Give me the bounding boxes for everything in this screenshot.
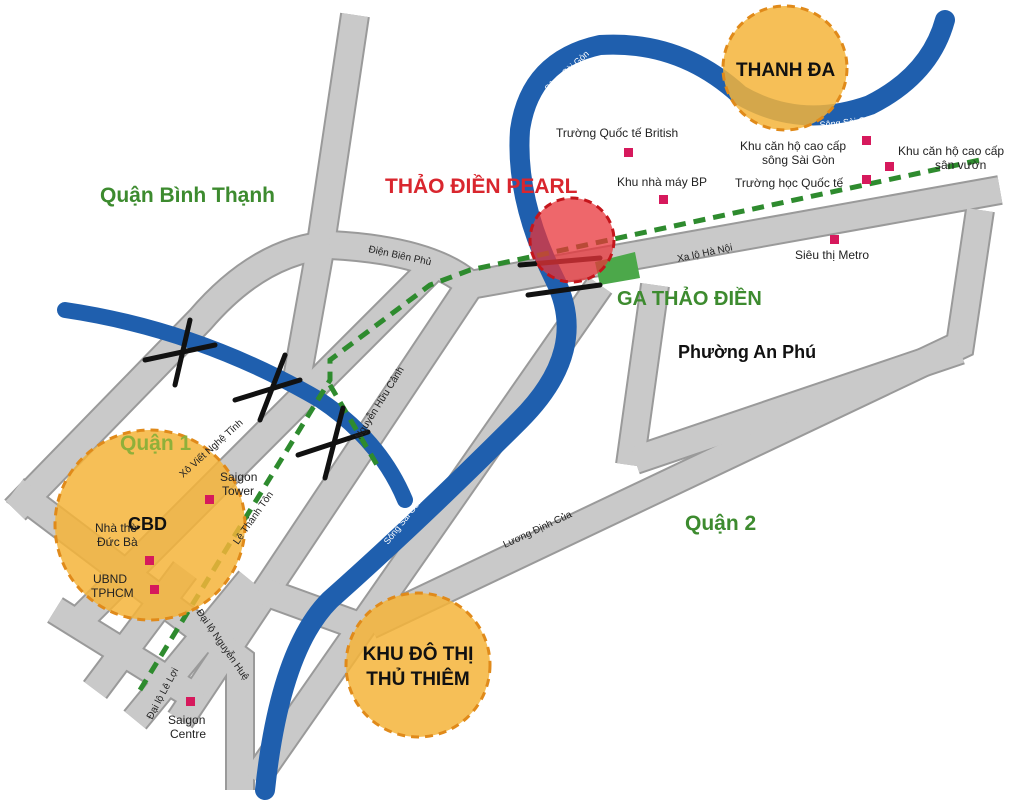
notre-dame-label-1: Nhà thờ	[95, 521, 138, 535]
ga-thao-dien-label: GA THẢO ĐIỀN	[617, 287, 762, 310]
song-saigon-apartments-label-2: sông Sài Gòn	[762, 153, 835, 167]
bp-factory-label: Khu nhà máy BP	[617, 175, 707, 189]
metro-market-label: Siêu thị Metro	[795, 248, 869, 262]
saigon-tower-label-2: Tower	[222, 484, 254, 498]
thu-thiem-area-circle	[344, 591, 492, 739]
road-network	[4, 12, 1003, 790]
bridges	[142, 255, 603, 481]
thanh-da-label: THANH ĐA	[736, 60, 835, 81]
poi-markers	[145, 136, 894, 706]
garden-apartments-label-2: sân vườn	[935, 158, 986, 172]
district-quan1-label: Quận 1	[120, 432, 192, 455]
ubnd-label-1: UBND	[93, 572, 127, 586]
ward-an-phu-label: Phường An Phú	[678, 342, 816, 362]
poi-marker	[885, 162, 894, 171]
poi-marker	[830, 235, 839, 244]
poi-marker	[145, 556, 154, 565]
song-saigon-apartments-label-1: Khu căn hộ cao cấp	[740, 139, 846, 153]
ubnd-label-2: TPHCM	[91, 586, 134, 600]
saigon-centre-label-2: Centre	[170, 727, 206, 741]
garden-apartments-label-1: Khu căn hộ cao cấp	[898, 144, 1004, 158]
poi-marker	[186, 697, 195, 706]
poi-marker	[659, 195, 668, 204]
intl-school-label: Trường học Quốc tế	[735, 176, 843, 190]
metro-spur	[327, 383, 383, 472]
district-binh-thanh-label: Quận Bình Thạnh	[100, 184, 275, 207]
saigon-centre-label-1: Saigon	[168, 713, 205, 727]
thao-dien-pearl-circle	[528, 196, 616, 284]
district-quan2-label: Quận 2	[685, 512, 756, 535]
metro-line	[137, 157, 981, 692]
poi-marker	[624, 148, 633, 157]
notre-dame-label-2: Đức Bà	[97, 535, 138, 549]
poi-marker	[205, 495, 214, 504]
british-school-label: Trường Quốc tế British	[556, 126, 678, 140]
poi-marker	[150, 585, 159, 594]
thu-thiem-label-line1: KHU ĐÔ THỊ	[363, 643, 474, 665]
poi-marker	[862, 136, 871, 145]
cbd-area-circle	[53, 428, 247, 622]
thao-dien-pearl-label: THẢO ĐIỀN PEARL	[385, 175, 578, 198]
thanh-da-area-circle	[721, 4, 849, 132]
thu-thiem-label-line2: THỦ THIÊM	[366, 668, 469, 690]
cbd-label: CBD	[128, 514, 167, 534]
poi-marker	[862, 175, 871, 184]
saigon-tower-label-1: Saigon	[220, 470, 257, 484]
